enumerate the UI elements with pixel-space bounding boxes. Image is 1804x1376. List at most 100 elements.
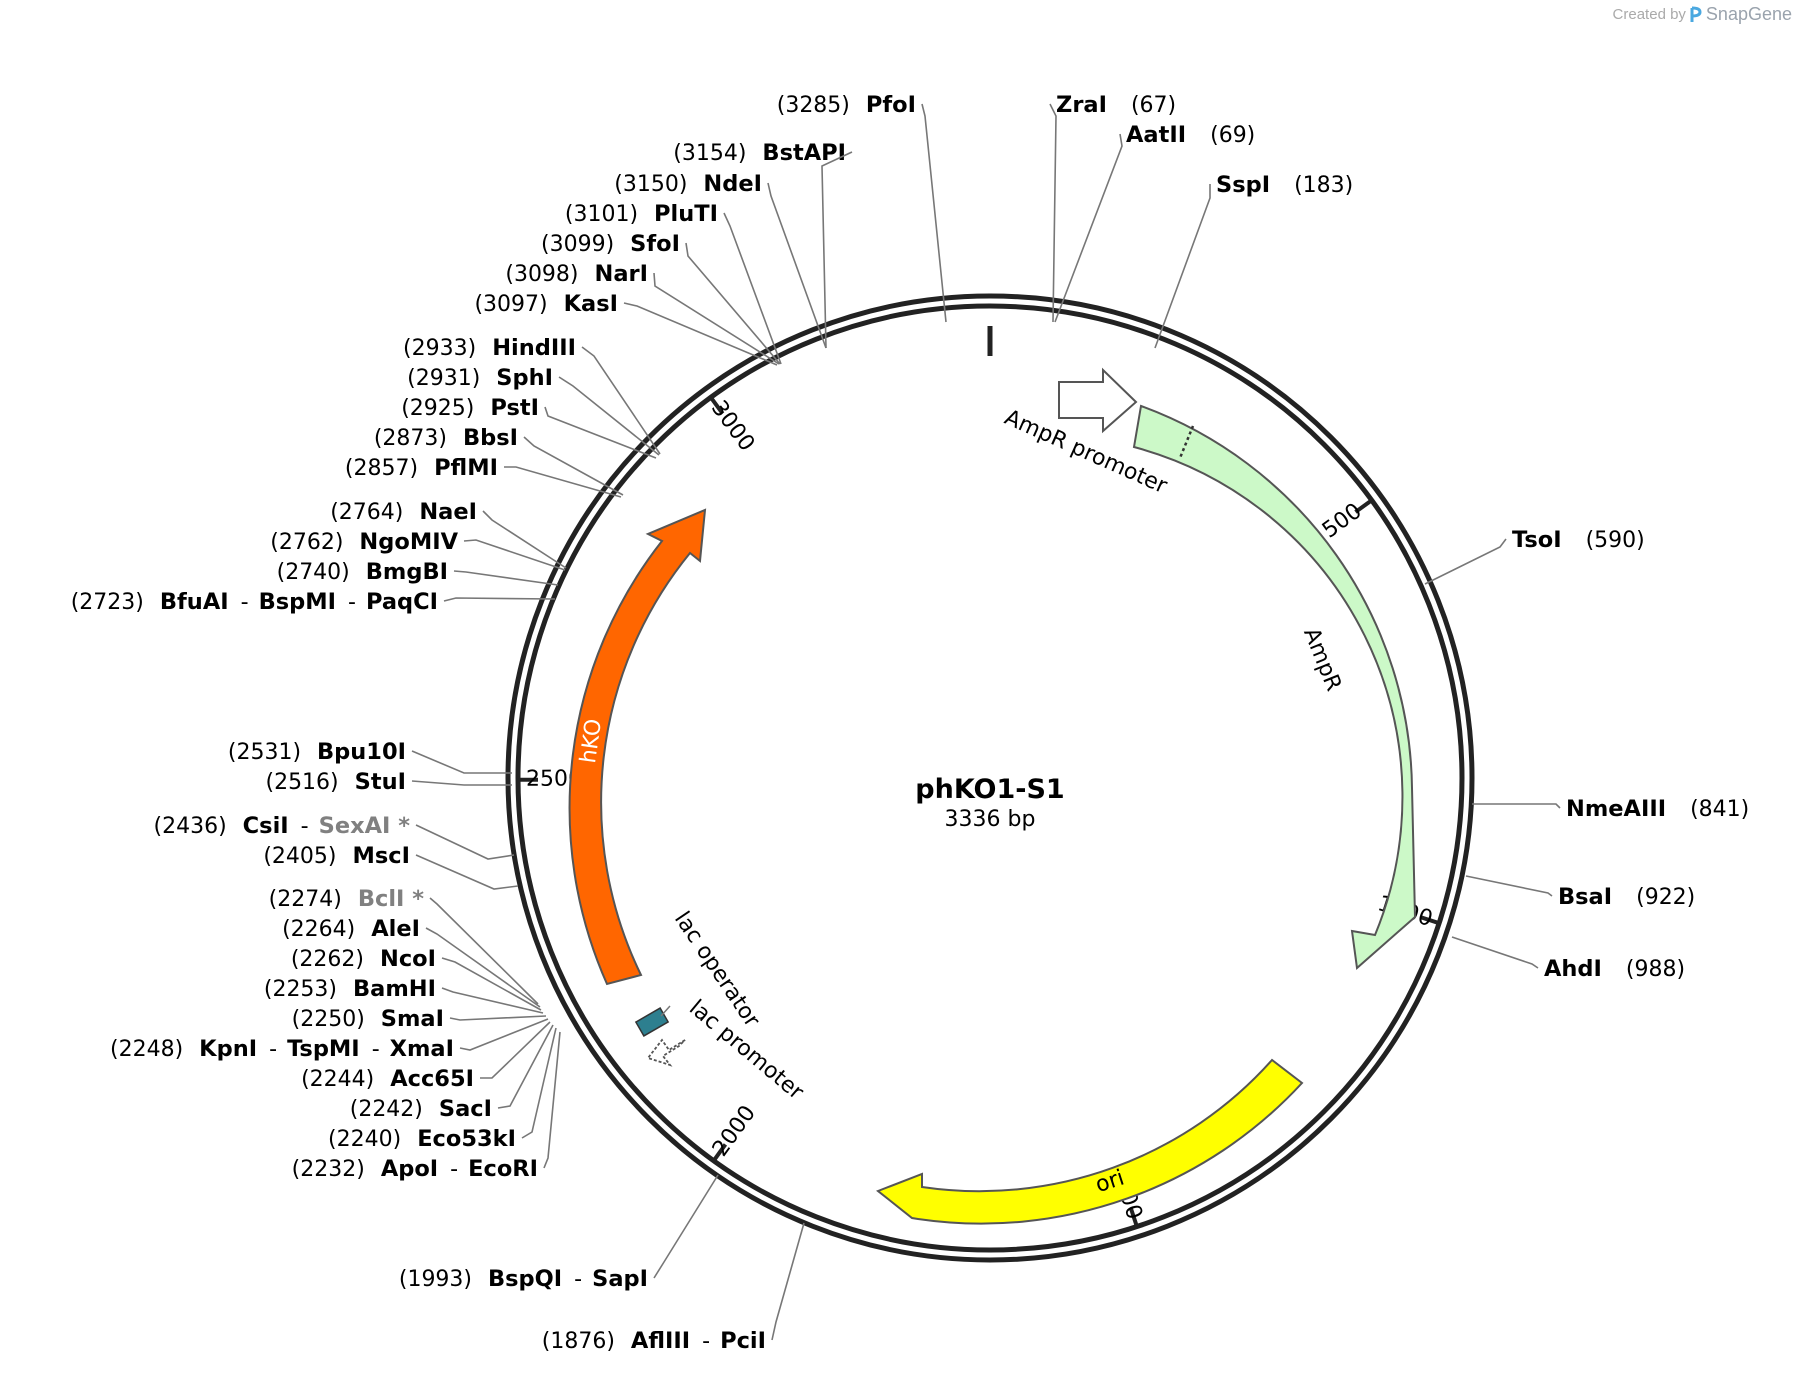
site-position: (3285): [777, 93, 850, 118]
site-label-sfoi: (3099) SfoI: [541, 231, 680, 257]
site-position: (922): [1636, 885, 1695, 910]
site-enzyme-name: ApoI: [381, 1156, 438, 1182]
site-enzyme-name: EcoRI: [468, 1156, 538, 1182]
tick-label: 2000: [708, 1101, 761, 1161]
site-position: (3099): [541, 232, 614, 257]
site-enzyme-name: NarI: [595, 261, 648, 287]
site-leader-line: [463, 539, 566, 571]
site-enzyme-name: XmaI: [390, 1036, 454, 1062]
site-leader-line: [411, 750, 512, 774]
site-label-bmgbi: (2740) BmgBI: [277, 559, 448, 585]
site-label-alei: (2264)AleI: [282, 916, 420, 942]
site-tsoi: TsoI(590): [1424, 527, 1645, 585]
site-zrai: ZraI(67): [1049, 92, 1176, 323]
site-position: (2740): [277, 560, 350, 585]
site-enzyme-name: StuI: [355, 769, 406, 795]
site-separator: -: [241, 590, 249, 615]
site-leader-line: [523, 436, 624, 496]
site-position: (67): [1131, 93, 1176, 118]
site-enzyme-name: SmaI: [381, 1006, 444, 1032]
site-position: (3150): [614, 172, 687, 197]
site-enzyme-name: Eco53kI: [417, 1126, 516, 1152]
tick-mark: [713, 1143, 728, 1161]
site-label-apoi: (2232) ApoI-EcoRI: [292, 1156, 538, 1182]
site-enzyme-name: NdeI: [703, 171, 762, 197]
site-enzyme-name: TsoI: [1512, 527, 1562, 553]
site-aatii: AatII(69): [1054, 122, 1255, 323]
site-label-smai: (2250) SmaI: [292, 1006, 444, 1032]
site-position: (2240): [328, 1127, 401, 1152]
site-label-tsoi: TsoI(590): [1512, 527, 1645, 553]
site-enzyme-name: BfuAI: [160, 589, 229, 615]
site-label-ngomiv: (2762)NgoMIV: [270, 529, 458, 555]
site-leader-line: [1424, 538, 1507, 585]
site-csii: (2436)CsiI-SexAI *: [154, 813, 515, 860]
site-leader-line: [415, 824, 515, 860]
site-position: (3101): [565, 202, 638, 227]
site-label-msci: (2405)MscI: [263, 843, 410, 869]
site-position: (2925): [401, 396, 474, 421]
feature-ori: ori: [876, 1058, 1304, 1225]
site-hindiii: (2933)HindIII: [403, 335, 661, 455]
site-leader-line: [1451, 936, 1539, 969]
site-pflmi: (2857)PflMI: [345, 455, 622, 498]
site-leader-line: [723, 212, 782, 365]
site-label-bamhi: (2253)BamHI: [264, 976, 436, 1002]
site-position: (2250): [292, 1007, 365, 1032]
site-pluti: (3101)PluTI: [565, 201, 782, 365]
site-enzyme-name: KpnI: [199, 1036, 257, 1062]
site-position: (2244): [301, 1067, 374, 1092]
site-separator: -: [450, 1157, 458, 1182]
site-label-sphi: (2931)SphI: [407, 365, 553, 391]
site-ncoi: (2262)NcoI: [291, 946, 542, 1011]
site-label-saci: (2242)SacI: [350, 1096, 492, 1122]
site-bsai: BsaI (922): [1465, 875, 1695, 910]
site-position: (3098): [505, 262, 578, 287]
site-label-bfuai: (2723)BfuAI-BspMI-PaqCI: [71, 589, 438, 615]
site-psti: (2925)PstI: [401, 395, 657, 459]
site-stui: (2516)StuI: [265, 769, 512, 795]
site-enzyme-name: NmeAIII: [1566, 796, 1666, 822]
site-enzyme-name: BmgBI: [366, 559, 448, 585]
site-label-bpu10i: (2531) Bpu10I: [228, 739, 406, 765]
site-label-pfoi: (3285)PfoI: [777, 92, 916, 118]
backbone: [505, 293, 1475, 1263]
site-enzyme-name: SexAI *: [319, 813, 411, 839]
site-enzyme-name: BsaI: [1558, 884, 1612, 910]
site-ndei: (3150) NdeI: [614, 171, 827, 349]
site-position: (2242): [350, 1097, 423, 1122]
site-position: (841): [1690, 797, 1749, 822]
site-enzyme-name: SspI: [1216, 172, 1270, 198]
site-bstapi: (3154)BstAPI: [673, 140, 853, 349]
site-alei: (2264)AleI: [282, 916, 541, 1008]
tick-label: 3000: [706, 396, 759, 456]
site-position: (2723): [71, 590, 144, 615]
site-position: (2857): [345, 456, 418, 481]
site-leader-line: [425, 927, 541, 1008]
site-enzyme-name: SfoI: [630, 231, 680, 257]
site-enzyme-name: AatII: [1126, 122, 1186, 148]
site-leader-line: [771, 1222, 805, 1341]
site-label-bspqi: (1993)BspQI-SapI: [399, 1266, 648, 1292]
feature-label-ampr: AmpR: [1298, 624, 1346, 694]
site-leader-line: [482, 510, 567, 569]
feature-hko: hKO: [568, 508, 707, 986]
site-sfoi: (3099) SfoI: [541, 231, 781, 365]
tick-mark: [710, 397, 725, 415]
site-enzyme-name: PaqCI: [366, 589, 438, 615]
site-acc65i: (2244)Acc65I: [301, 1021, 551, 1092]
site-enzyme-name: PciI: [720, 1328, 766, 1354]
site-separator: -: [301, 814, 309, 839]
site-enzyme-name: Bpu10I: [317, 739, 406, 765]
site-position: (2531): [228, 740, 301, 765]
site-position: (2253): [264, 977, 337, 1002]
site-bbsi: (2873)BbsI: [374, 425, 624, 496]
site-leader-line: [558, 376, 660, 456]
site-label-ahdi: AhdI(988): [1544, 956, 1685, 982]
site-position: (2232): [292, 1157, 365, 1182]
site-bmgbi: (2740) BmgBI: [277, 559, 559, 586]
site-separator: -: [574, 1267, 582, 1292]
site-enzyme-name: CsiI: [243, 813, 289, 839]
site-label-ncoi: (2262)NcoI: [291, 946, 436, 972]
